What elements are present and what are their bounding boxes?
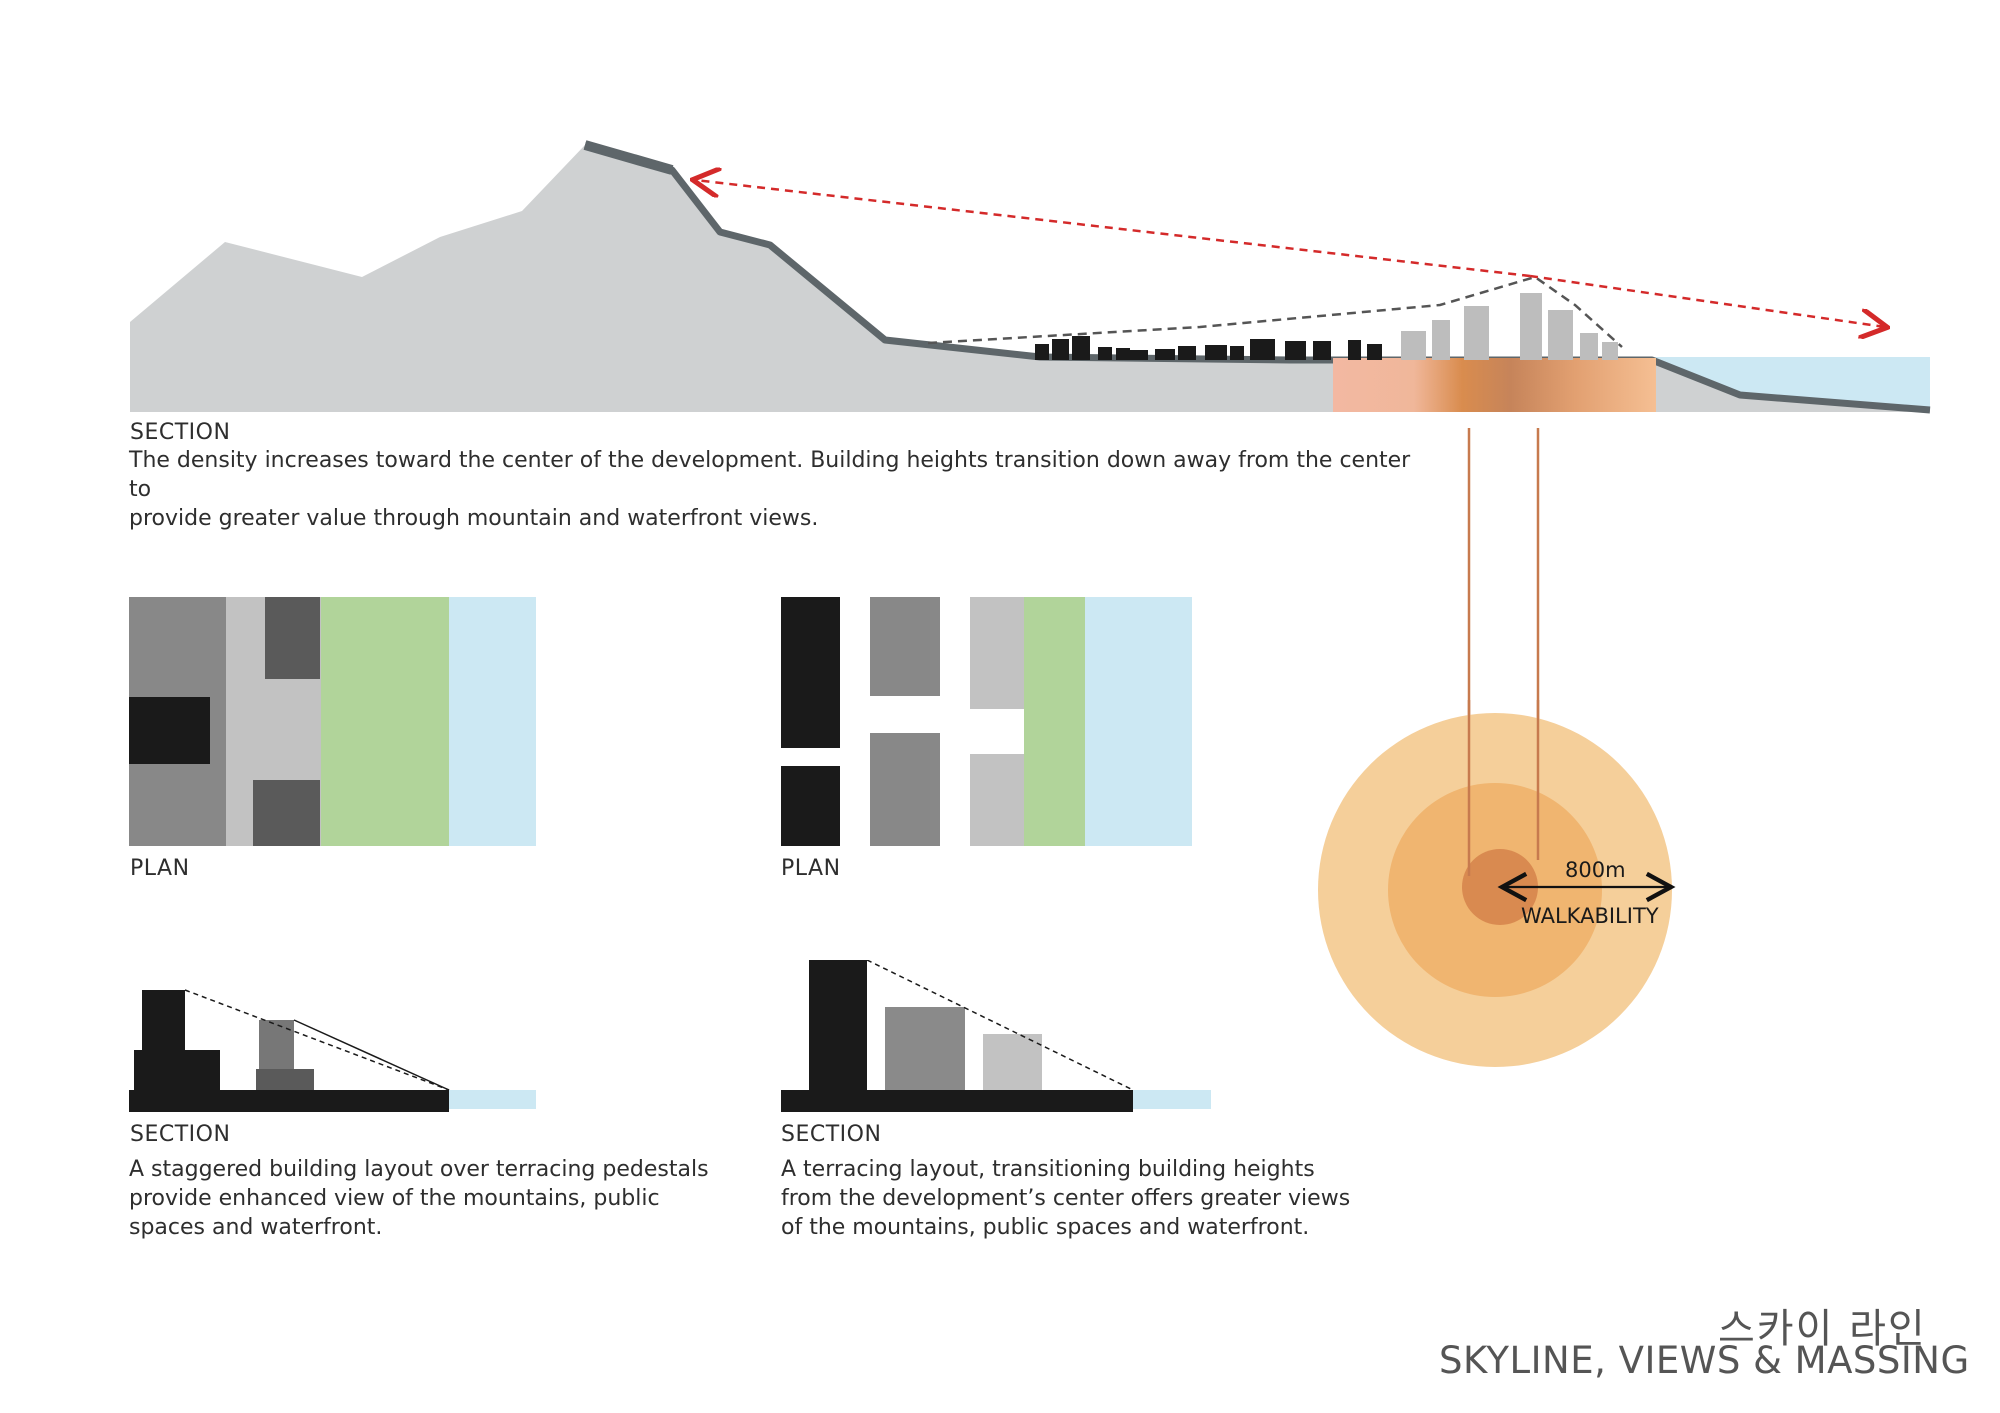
section-left-diagram	[129, 989, 536, 1112]
top-section-description: The density increases toward the center …	[129, 448, 1411, 531]
main-section-diagram	[130, 140, 1931, 414]
walkability-diagram	[1318, 700, 1686, 1067]
skyline-profile-line	[927, 275, 1623, 348]
park-strip	[321, 597, 449, 846]
view-corridor-arrow	[695, 180, 1531, 278]
plan-right-caption: PLAN	[781, 856, 841, 881]
section-right-caption: SECTION	[781, 1122, 882, 1147]
low-rise-buildings	[1035, 336, 1382, 360]
plan-left-caption: PLAN	[130, 856, 190, 881]
high-rise-towers	[1401, 293, 1618, 360]
plan-right-diagram	[781, 597, 1192, 846]
title-english: SKYLINE, VIEWS & MASSING	[1439, 1339, 1970, 1382]
section-left-caption: SECTION	[130, 1122, 231, 1147]
water-strip	[449, 597, 536, 846]
water-strip	[1085, 597, 1192, 846]
top-section-caption: SECTION	[130, 420, 231, 445]
park-strip	[1024, 597, 1085, 846]
section-left-description: A staggered building layout over terraci…	[129, 1157, 709, 1240]
mountain-terrain	[130, 145, 1930, 412]
development-core	[1333, 358, 1656, 412]
walkability-label: WALKABILITY	[1521, 904, 1659, 928]
walkability-distance: 800m	[1565, 858, 1626, 882]
section-right-description: A terracing layout, transitioning buildi…	[781, 1157, 1351, 1240]
ridge-line	[584, 141, 1931, 414]
section-right-diagram	[781, 960, 1211, 1112]
plan-left-diagram	[129, 597, 536, 846]
title-korean: 스카이 라인	[1718, 1306, 1927, 1352]
